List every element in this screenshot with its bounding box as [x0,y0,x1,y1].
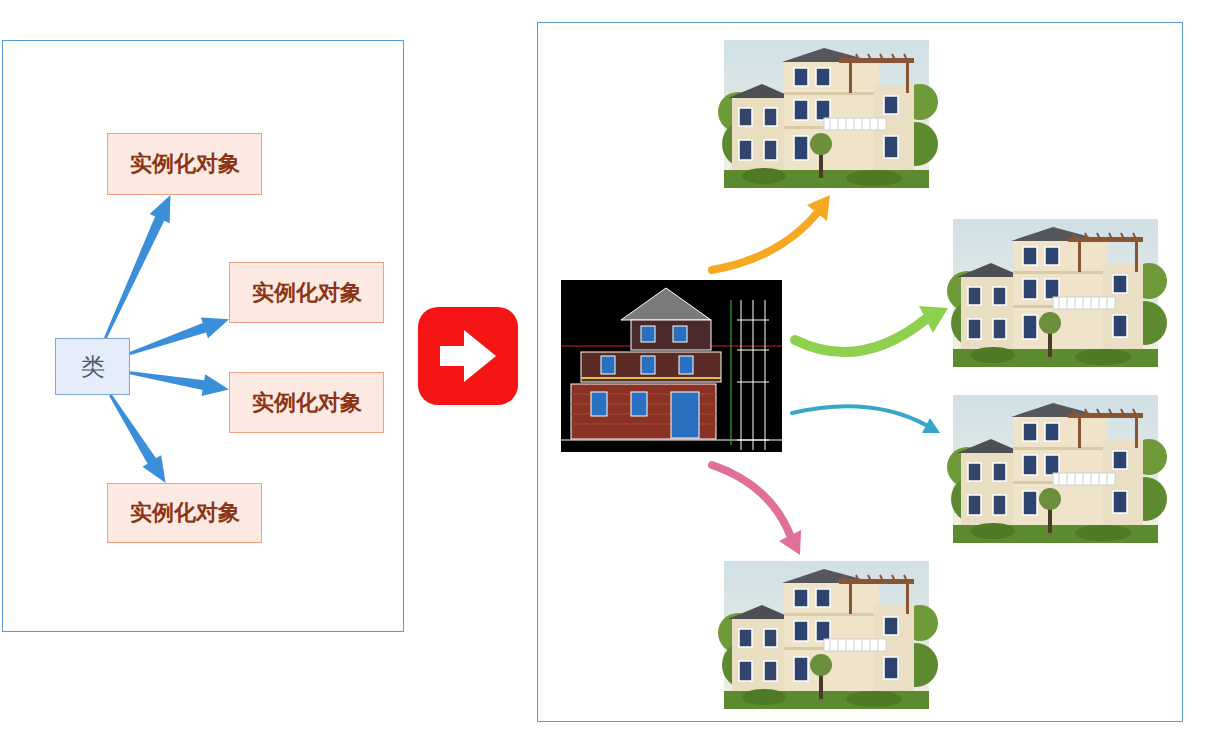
build-arrow [712,195,830,270]
build-arrow [795,306,948,352]
node-label: 实例化对象 [130,149,240,179]
instantiate-arrow [109,394,166,483]
node-label: 类 [81,351,105,383]
house-photo [947,395,1167,543]
blueprint [561,280,782,452]
class-panel [3,41,404,632]
instance-box: 实例化对象 [107,483,262,543]
instantiate-arrow [130,371,229,396]
instantiate-arrow [130,317,229,355]
next-arrow-button [418,307,518,405]
instantiate-arrow [104,195,170,339]
class-box: 类 [55,338,130,395]
instance-box: 实例化对象 [229,372,384,433]
house-panel [538,23,1183,722]
house-photo [947,219,1167,367]
node-label: 实例化对象 [130,498,240,528]
house-photo [718,40,938,188]
instance-box: 实例化对象 [107,133,262,195]
node-label: 实例化对象 [252,388,362,418]
instance-box: 实例化对象 [229,262,384,323]
house-photo [718,561,938,709]
build-arrow [792,406,940,433]
build-arrow [712,465,801,555]
node-label: 实例化对象 [252,278,362,308]
